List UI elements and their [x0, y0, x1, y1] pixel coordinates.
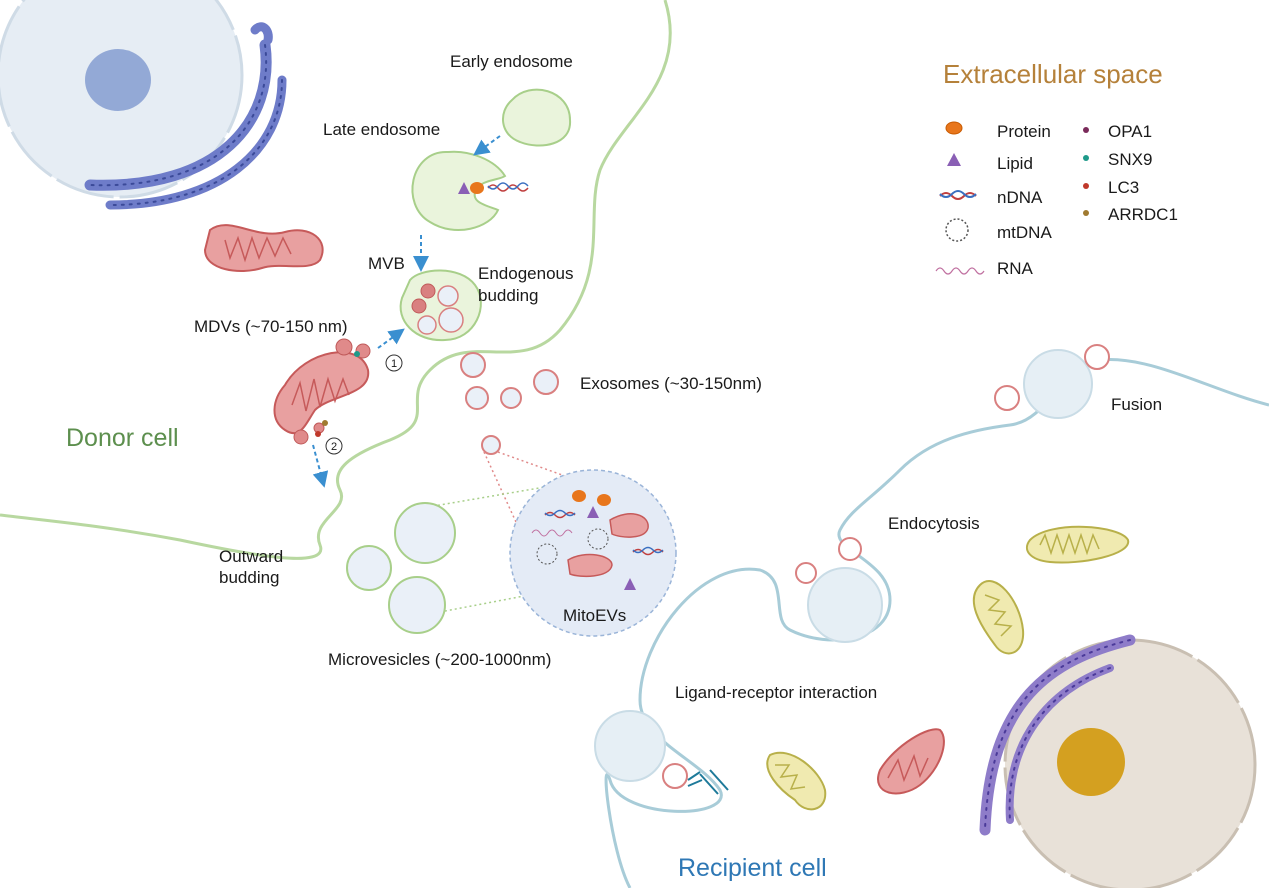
donor-nucleus: [0, 0, 244, 199]
legend-opa1: OPA1: [1108, 122, 1152, 141]
legend-ndna: nDNA: [997, 188, 1043, 207]
early-endosome: [502, 88, 572, 147]
endogenous-budding-label-2: budding: [478, 286, 539, 305]
arrow-mdv-to-mvb: [377, 328, 405, 349]
mtdna-icon: [945, 218, 969, 242]
legend-rna: RNA: [997, 259, 1034, 278]
endocytosis-label: Endocytosis: [888, 514, 980, 533]
snx9-dot-icon: [1083, 155, 1089, 161]
fusion-label: Fusion: [1111, 395, 1162, 414]
legend-mtdna: mtDNA: [997, 223, 1052, 242]
step1-number: 1: [391, 358, 397, 370]
outward-budding-label-2: budding: [219, 568, 280, 587]
arrdc1-dot-icon: [1083, 210, 1089, 216]
recipient-endocytosis-vesicles: [795, 537, 883, 643]
recipient-ligand-vesicle: [594, 710, 729, 795]
late-endosome-label: Late endosome: [323, 120, 440, 139]
endogenous-budding-label-1: Endogenous: [478, 264, 573, 283]
step2-number: 2: [331, 441, 337, 453]
ligand-receptor-label: Ligand-receptor interaction: [675, 683, 877, 702]
lipid-icon: [947, 153, 961, 166]
microvesicles: [346, 502, 456, 634]
mvb-label: MVB: [368, 254, 405, 273]
arrow-early-to-late: [473, 135, 501, 156]
lc3-dot-icon: [1083, 183, 1089, 189]
recipient-cell-label: Recipient cell: [678, 854, 827, 882]
recipient-fusion-vesicles: [994, 344, 1110, 419]
recipient-mitochondria: [766, 525, 1130, 811]
outward-budding-label-1: Outward: [219, 547, 283, 566]
legend-snx9: SNX9: [1108, 150, 1152, 169]
step2-marker: [325, 437, 343, 455]
arrow-outward: [312, 444, 329, 488]
step1-marker: [385, 354, 403, 372]
legend-lipid: Lipid: [997, 154, 1033, 173]
opa1-dot-icon: [1083, 127, 1089, 133]
recipient-nucleus: [1003, 638, 1257, 888]
donor-membrane: [0, 0, 672, 560]
ndna-icon: [939, 190, 977, 200]
mdvs-label: MDVs (~70-150 nm): [194, 317, 348, 336]
legend-protein: Protein: [997, 122, 1051, 141]
donor-mitochondrion-mdv: [273, 338, 371, 445]
recipient-er: [979, 634, 1136, 836]
exosomes-label: Exosomes (~30-150nm): [580, 374, 762, 393]
mvb: [399, 269, 482, 342]
early-endosome-label: Early endosome: [450, 52, 573, 71]
mitoevs-zoom: [509, 469, 677, 637]
legend-arrdc1: ARRDC1: [1108, 205, 1178, 224]
donor-er: [84, 22, 287, 210]
donor-cell-label: Donor cell: [66, 424, 179, 452]
donor-mitochondrion-top: [203, 224, 324, 272]
extracellular-space-label: Extracellular space: [943, 59, 1163, 89]
legend: Protein Lipid nDNA mtDNA RNA OPA1 SNX9 L…: [935, 121, 1178, 278]
rna-icon: [935, 267, 985, 275]
late-endosome: [411, 150, 507, 231]
exosomes: [460, 352, 559, 455]
microvesicles-label: Microvesicles (~200-1000nm): [328, 650, 551, 669]
protein-icon: [945, 121, 963, 135]
legend-lc3: LC3: [1108, 178, 1139, 197]
mitoevs-label: MitoEVs: [563, 606, 626, 625]
